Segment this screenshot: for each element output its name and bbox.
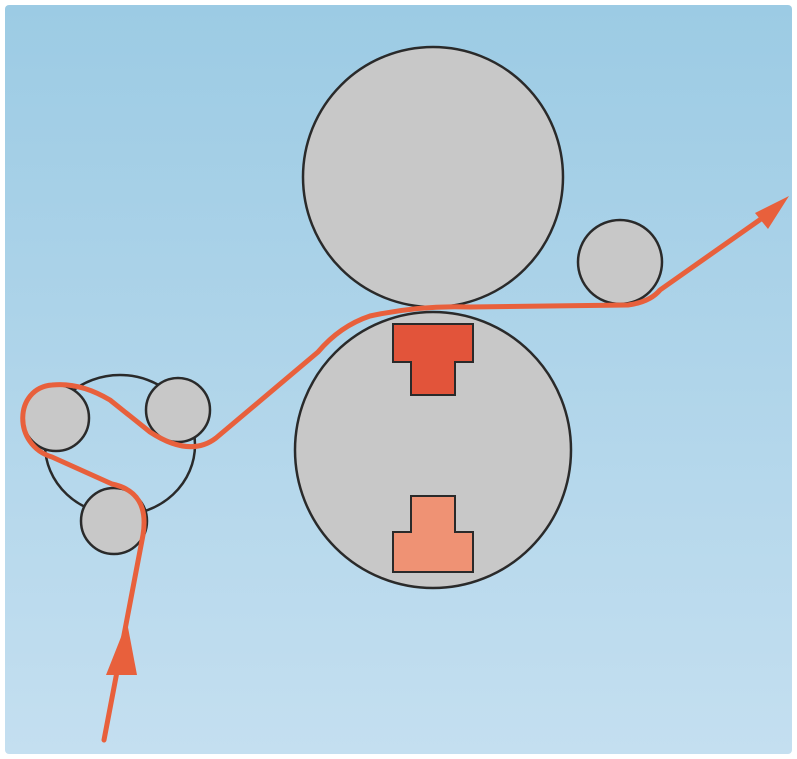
tension-roller-assembly bbox=[21, 373, 212, 556]
exit-guide-roller bbox=[576, 218, 664, 306]
web-exit-arrowhead bbox=[755, 196, 789, 229]
web-entry-arrowhead bbox=[106, 622, 137, 675]
lower-main-roller bbox=[293, 310, 573, 590]
web-path bbox=[20, 211, 771, 743]
upper-main-roller bbox=[301, 45, 565, 309]
upper-right-guide-roller bbox=[144, 376, 212, 444]
lower-guide-roller bbox=[79, 486, 149, 556]
upper-t-insert bbox=[392, 323, 474, 396]
lower-t-insert bbox=[392, 495, 474, 573]
